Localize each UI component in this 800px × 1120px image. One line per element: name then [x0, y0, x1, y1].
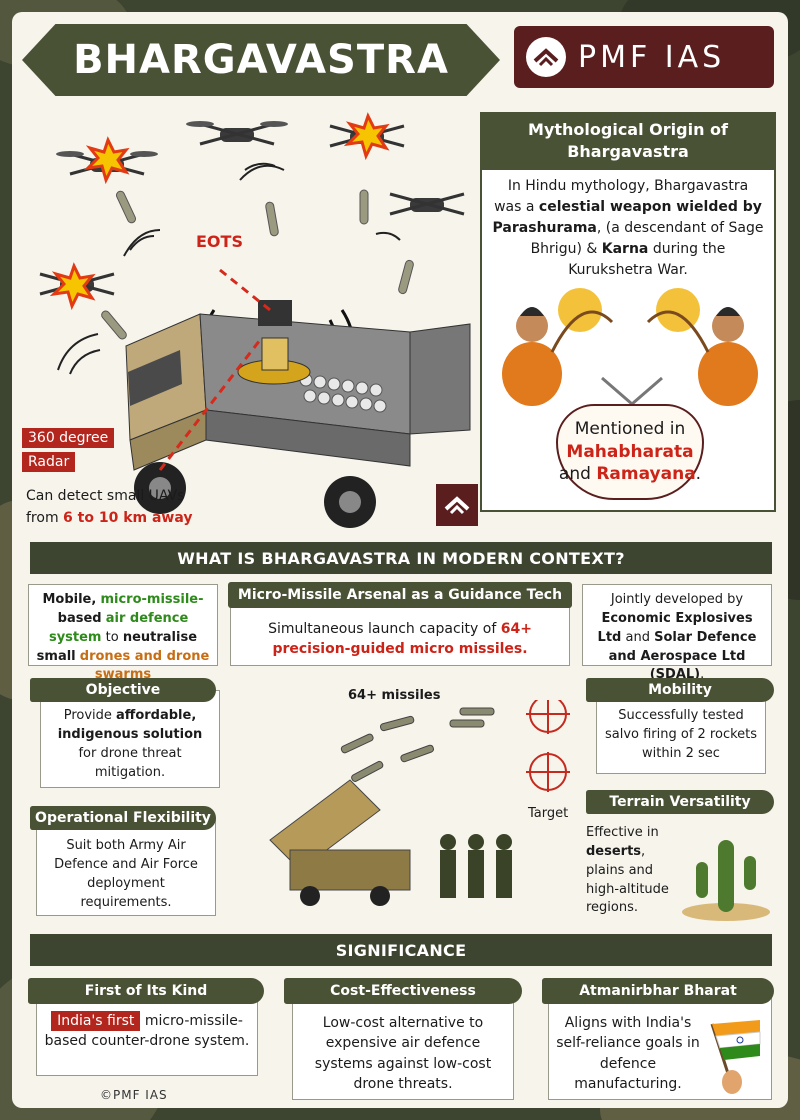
mobility-chip: Mobility [586, 678, 774, 702]
cost-effectiveness-chip: Cost-Effectiveness [284, 978, 522, 1004]
detection-range-text: Can detect small UAVs from 6 to 10 km aw… [26, 488, 193, 526]
radar-label-line1: 360 degree [22, 428, 115, 448]
page-title: BHARGAVASTRA [73, 37, 449, 83]
explosion-icon [83, 136, 130, 185]
epics-mention: Mentioned in Mahabharata and Ramayana. [556, 404, 704, 500]
mobility-box: Successfully tested salvo firing of 2 ro… [596, 692, 766, 774]
mobile-system-box: Mobile, micro-missile- based air defence… [28, 584, 218, 682]
first-of-kind-chip: First of Its Kind [28, 978, 264, 1004]
mythology-text: In Hindu mythology, Bhargavastra was a c… [492, 178, 764, 278]
brand-badge-icon [436, 484, 478, 526]
mythology-heading: Mythological Origin of Bhargavastra [480, 112, 776, 170]
modern-context-heading: WHAT IS BHARGAVASTRA IN MODERN CONTEXT? [30, 542, 772, 574]
atmanirbhar-chip: Atmanirbhar Bharat [542, 978, 774, 1004]
chevron-logo-icon [526, 37, 566, 77]
objective-box: Provide affordable, indigenous solution … [40, 690, 220, 788]
drone-icon [389, 192, 465, 216]
launcher-illustration [269, 700, 570, 906]
title-banner: BHARGAVASTRA [22, 24, 500, 96]
first-of-kind-box: India's first micro-missile-based counte… [36, 990, 258, 1076]
arsenal-chip: Micro-Missile Arsenal as a Guidance Tech [228, 582, 572, 608]
terrain-text: Effective in deserts, plains and high-al… [586, 825, 669, 916]
hero-illustration [39, 112, 471, 528]
cactus-icon [682, 840, 770, 921]
parashurama-karna-illustration [502, 288, 758, 406]
explosion-icon [49, 262, 96, 311]
missile-icon [359, 189, 369, 225]
cost-effectiveness-box: Low-cost alternative to expensive air de… [292, 990, 514, 1100]
flexibility-chip: Operational Flexibility [30, 806, 216, 830]
missile-icon [265, 201, 279, 237]
target-label: Target [528, 806, 569, 821]
terrain-chip: Terrain Versatility [586, 790, 774, 814]
developer-box: Jointly developed by Economic Explosives… [582, 584, 772, 682]
eots-label: EOTS [196, 232, 243, 251]
missile-icon [116, 190, 136, 224]
brand-name: PMF IAS [578, 39, 726, 75]
missile-icon [398, 259, 414, 295]
explosion-icon [343, 112, 390, 161]
radar-label: 360 degree Radar [22, 428, 115, 472]
launcher-truck [125, 300, 471, 528]
copyright-footer: ©PMF IAS [100, 1088, 168, 1102]
drone-icon [186, 121, 288, 146]
objective-chip: Objective [30, 678, 216, 702]
radar-label-line2: Radar [22, 452, 76, 472]
brand-logo: PMF IAS [514, 26, 774, 88]
flexibility-box: Suit both Army Air Defence and Air Force… [36, 818, 216, 916]
missile-icon [101, 310, 127, 340]
indian-flag-icon [710, 1020, 761, 1094]
target-reticle-icon [526, 700, 570, 792]
missiles-count-label: 64+ missiles [348, 688, 441, 703]
significance-heading: SIGNIFICANCE [30, 934, 772, 966]
